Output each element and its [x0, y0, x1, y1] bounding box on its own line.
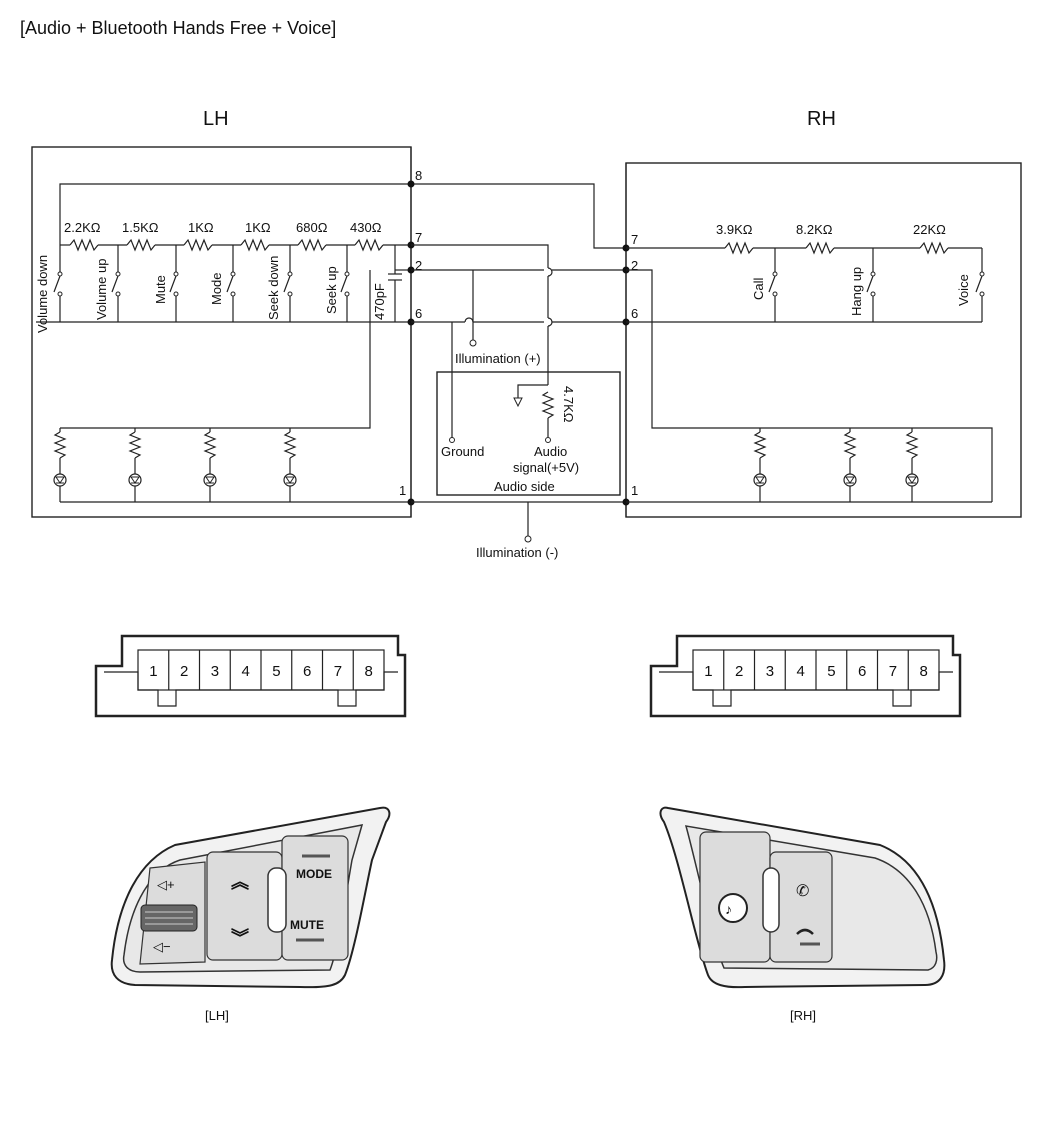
lh-resistor-label: 1KΩ [245, 220, 271, 235]
lh-connector-pin-number: 6 [303, 663, 311, 680]
mode-button-label: MODE [296, 867, 332, 881]
lh-switch-panel: ︽ ︾ MODE MUTE ◁+ ◁− [110, 806, 391, 989]
rh-pin-label: 1 [631, 483, 638, 498]
lh-illumination-leds [53, 428, 297, 502]
rh-switches [768, 248, 985, 322]
rh-illumination-leds [753, 428, 919, 502]
lh-connector-pin-number: 2 [180, 663, 188, 680]
lh-box [31, 146, 412, 518]
seek-down-icon: ︾ [231, 927, 249, 948]
lh-pin-label: 2 [415, 258, 422, 273]
page-title: [Audio + Bluetooth Hands Free + Voice] [20, 18, 337, 38]
switch-label: Volume down [35, 255, 50, 333]
call-icon: ✆ [796, 883, 809, 900]
capacitor-label: 470pF [372, 283, 387, 320]
lh-pin-label: 1 [399, 483, 406, 498]
lh-resistor-label: 1KΩ [188, 220, 214, 235]
switch-label: Voice [956, 274, 971, 306]
switch-label: Call [751, 277, 766, 300]
lh-connector-pin-number: 1 [149, 663, 157, 680]
rh-box [625, 162, 1022, 518]
lh-resistor-label: 680Ω [296, 220, 328, 235]
seek-up-icon: ︽ [231, 872, 249, 892]
audio-signal-label: Audio [534, 444, 567, 459]
lh-connector-pin-number: 7 [334, 663, 342, 680]
rh-connector-pin-number: 3 [766, 663, 774, 680]
rh-connector-pin-number: 2 [735, 663, 743, 680]
rh-resistor-label: 3.9KΩ [716, 222, 753, 237]
switch-label: Hang up [849, 267, 864, 316]
illumination-plus-label: Illumination (+) [455, 351, 541, 366]
rh-connector-pin-number: 1 [704, 663, 712, 680]
rh-resistor-label: 22KΩ [913, 222, 946, 237]
switch-label: Volume up [94, 259, 109, 320]
switch-label: Mode [209, 272, 224, 305]
audio-resistor-label: 4.7KΩ [561, 386, 576, 423]
lh-connector [94, 634, 407, 718]
lh-resistor-label: 2.2KΩ [64, 220, 101, 235]
rh-connector-pin-number: 5 [827, 663, 835, 680]
rh-heading: RH [807, 108, 836, 130]
lh-connector-pin-number: 8 [364, 663, 372, 680]
rh-connector [649, 634, 962, 718]
lh-pin-label: 6 [415, 306, 422, 321]
rh-connector-pin-number: 4 [796, 663, 804, 680]
switch-label: Seek up [324, 266, 339, 314]
rh-switch-panel: ♪ ✆ [659, 806, 946, 989]
ground-label: Ground [441, 444, 484, 459]
audio-side-box [436, 371, 621, 496]
rh-pin-label: 2 [631, 258, 638, 273]
switch-label: Seek down [266, 256, 281, 320]
lh-pin-label: 8 [415, 168, 422, 183]
lh-connector-pin-number: 5 [272, 663, 280, 680]
rh-pin-label: 6 [631, 306, 638, 321]
switch-label: Mute [153, 275, 168, 304]
rh-resistor-chain [626, 242, 982, 254]
volume-up-icon: ◁+ [157, 877, 175, 892]
audio-side-label: Audio side [494, 479, 555, 494]
lh-panel-label: [LH] [205, 1008, 229, 1023]
lh-resistor-label: 1.5KΩ [122, 220, 159, 235]
rh-connector-pin-number: 7 [889, 663, 897, 680]
illumination-minus-label: Illumination (-) [476, 545, 558, 560]
mute-button-label: MUTE [290, 918, 324, 932]
lh-connector-pin-number: 3 [211, 663, 219, 680]
lh-switches [53, 245, 350, 322]
rh-pin-label: 7 [631, 232, 638, 247]
lh-resistor-chain [69, 239, 411, 251]
rh-connector-pin-number: 6 [858, 663, 866, 680]
rh-connector-pin-number: 8 [919, 663, 927, 680]
rh-panel-label: [RH] [790, 1008, 816, 1023]
voice-icon: ♪ [725, 901, 732, 917]
lh-heading: LH [203, 108, 229, 130]
volume-down-icon: ◁− [153, 939, 171, 954]
lh-resistor-label: 430Ω [350, 220, 382, 235]
lh-connector-pin-number: 4 [241, 663, 249, 680]
audio-signal-label: signal(+5V) [513, 460, 579, 475]
rh-resistor-label: 8.2KΩ [796, 222, 833, 237]
lh-pin-label: 7 [415, 230, 422, 245]
hang-up-icon [796, 928, 814, 935]
